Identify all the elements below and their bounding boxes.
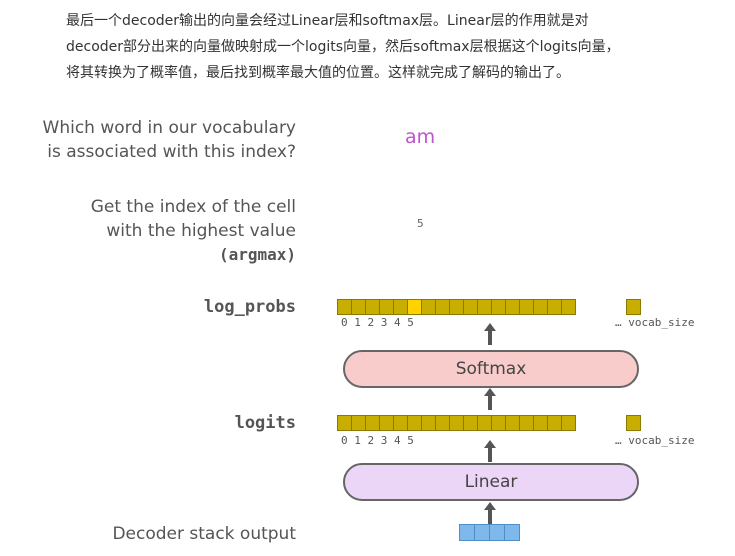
log-probs-cell-8 [449, 299, 464, 315]
logits-cell-14 [533, 415, 548, 431]
log-probs-cell-2 [365, 299, 380, 315]
log-probs-cell-9 [463, 299, 478, 315]
log-probs-cell-4 [393, 299, 408, 315]
log-probs-cell-13 [519, 299, 534, 315]
argmax-question-label: Get the index of the cell with the highe… [91, 195, 296, 267]
log-probs-cell-6 [421, 299, 436, 315]
logits-last-cell [626, 415, 641, 431]
output-word: am [405, 126, 436, 148]
log-probs-cell-3 [379, 299, 394, 315]
up-arrow-icon [484, 502, 496, 524]
intro-line-2: decoder部分出来的向量做映射成一个logits向量，然后softmax层根… [66, 39, 620, 55]
decoder-output-cell-2 [489, 524, 505, 541]
logits-cell-5 [407, 415, 422, 431]
logits-label: logits [234, 413, 296, 433]
log-probs-label: log_probs [203, 297, 296, 317]
log-probs-cell-14 [533, 299, 548, 315]
logits-cell-2 [365, 415, 380, 431]
log-probs-cell-7 [435, 299, 450, 315]
linear-layer-box: Linear [343, 463, 639, 501]
logits-cell-12 [505, 415, 520, 431]
up-arrow-icon [484, 323, 496, 345]
log-probs-cell-12 [505, 299, 520, 315]
intro-line-3: 将其转换为了概率值，最后找到概率最大值的位置。这样就完成了解码的输出了。 [66, 65, 570, 81]
log-probs-cell-10 [477, 299, 492, 315]
decoder-output-cell-3 [504, 524, 520, 541]
intro-paragraph: 最后一个decoder输出的向量会经过Linear层和softmax层。Line… [66, 8, 686, 86]
logits-vector [337, 415, 576, 431]
log-probs-vocab-size: … vocab_size [615, 316, 695, 329]
logits-cell-13 [519, 415, 534, 431]
decoder-output-cell-0 [459, 524, 475, 541]
log-probs-cell-0 [337, 299, 352, 315]
logits-cell-6 [421, 415, 436, 431]
log-probs-cell-5 [407, 299, 422, 315]
logits-cell-4 [393, 415, 408, 431]
logits-cell-16 [561, 415, 576, 431]
logits-index-numbers: 0 1 2 3 4 5 [341, 434, 414, 447]
log-probs-last-cell [626, 299, 641, 315]
logits-cell-3 [379, 415, 394, 431]
logits-cell-0 [337, 415, 352, 431]
logits-cell-7 [435, 415, 450, 431]
log-probs-cell-1 [351, 299, 366, 315]
log-probs-cell-16 [561, 299, 576, 315]
logits-cell-8 [449, 415, 464, 431]
argmax-question-line-2: with the highest value [106, 221, 296, 241]
log-probs-cell-15 [547, 299, 562, 315]
intro-line-1: 最后一个decoder输出的向量会经过Linear层和softmax层。Line… [66, 13, 589, 29]
vocab-question-line-1: Which word in our vocabulary [42, 118, 296, 138]
decoder-output-cell-1 [474, 524, 490, 541]
vocab-question-line-2: is associated with this index? [47, 142, 296, 162]
logits-cell-11 [491, 415, 506, 431]
softmax-layer-box: Softmax [343, 350, 639, 388]
up-arrow-icon [484, 440, 496, 462]
log-probs-index-numbers: 0 1 2 3 4 5 [341, 316, 414, 329]
decoder-output-vector [459, 524, 520, 541]
argmax-question-line-1: Get the index of the cell [90, 197, 296, 217]
logits-cell-15 [547, 415, 562, 431]
decoder-stack-output-label: Decoder stack output [112, 524, 296, 544]
logits-cell-1 [351, 415, 366, 431]
vocab-question-label: Which word in our vocabulary is associat… [43, 116, 296, 164]
argmax-index-value: 5 [417, 217, 424, 230]
logits-vocab-size: … vocab_size [615, 434, 695, 447]
logits-cell-10 [477, 415, 492, 431]
logits-cell-9 [463, 415, 478, 431]
log-probs-cell-11 [491, 299, 506, 315]
log-probs-vector [337, 299, 576, 315]
up-arrow-icon [484, 388, 496, 410]
argmax-question-line-3: (argmax) [218, 245, 296, 264]
